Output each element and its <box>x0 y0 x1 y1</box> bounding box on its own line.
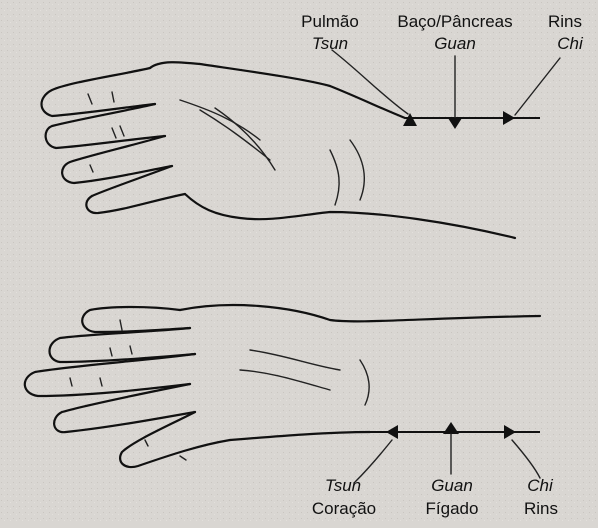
bottom-organ-liver-label: Fígado <box>426 499 479 519</box>
top-position-chi-label: Chi <box>557 34 583 54</box>
top-organ-spleen-pancreas-label: Baço/Pâncreas <box>397 12 512 32</box>
top-position-guan-label: Guan <box>434 34 476 54</box>
bottom-organ-kidneys-label: Rins <box>524 499 558 519</box>
top-organ-lung-label: Pulmão <box>301 12 359 32</box>
bottom-position-tsun-label: Tsun <box>325 476 361 496</box>
top-organ-kidneys-label: Rins <box>548 12 582 32</box>
bottom-position-chi-label: Chi <box>527 476 553 496</box>
bottom-position-guan-label: Guan <box>431 476 473 496</box>
bottom-organ-heart-label: Coração <box>312 499 376 519</box>
top-position-tsun-label: Tsun <box>312 34 348 54</box>
